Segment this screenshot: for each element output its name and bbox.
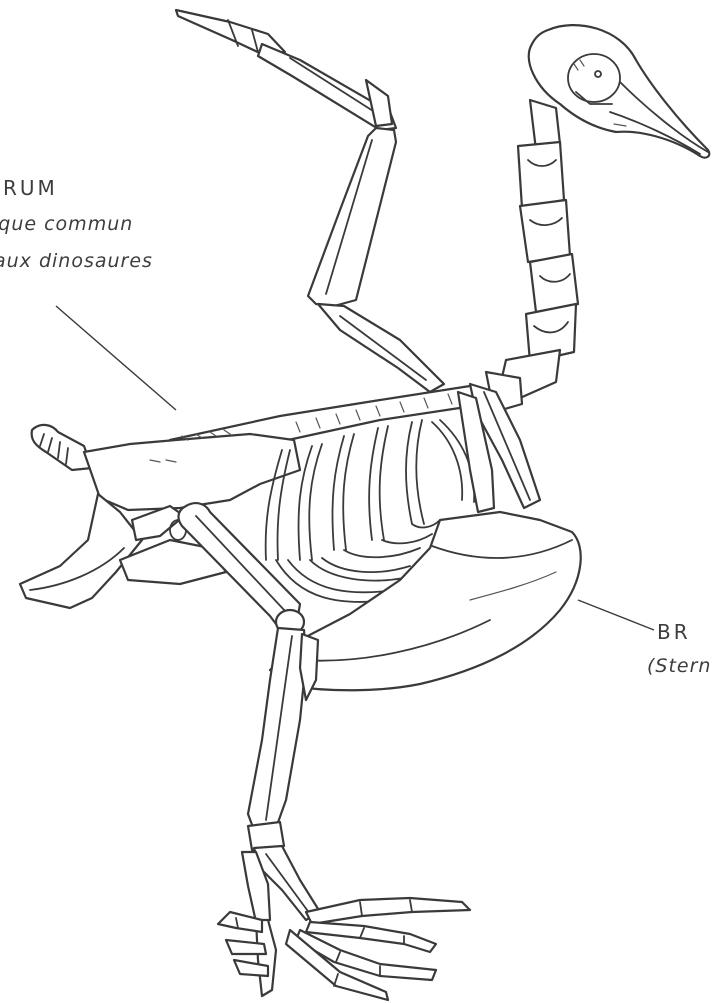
wing — [176, 10, 444, 392]
synsacrum-label-line1: ique commun — [0, 213, 133, 235]
breastbone-label-line1: (Stern — [647, 655, 711, 677]
breastbone-label-title: BR — [657, 620, 691, 644]
breastbone-leader-line — [578, 600, 654, 630]
shoulder-girdle — [458, 384, 540, 512]
tail — [32, 425, 92, 470]
synsacrum-label-title: CRUM — [0, 176, 58, 200]
synsacrum-leader-line — [56, 306, 176, 410]
synsacrum-label-line2: aux dinosaures — [0, 250, 153, 272]
neck — [486, 100, 578, 412]
